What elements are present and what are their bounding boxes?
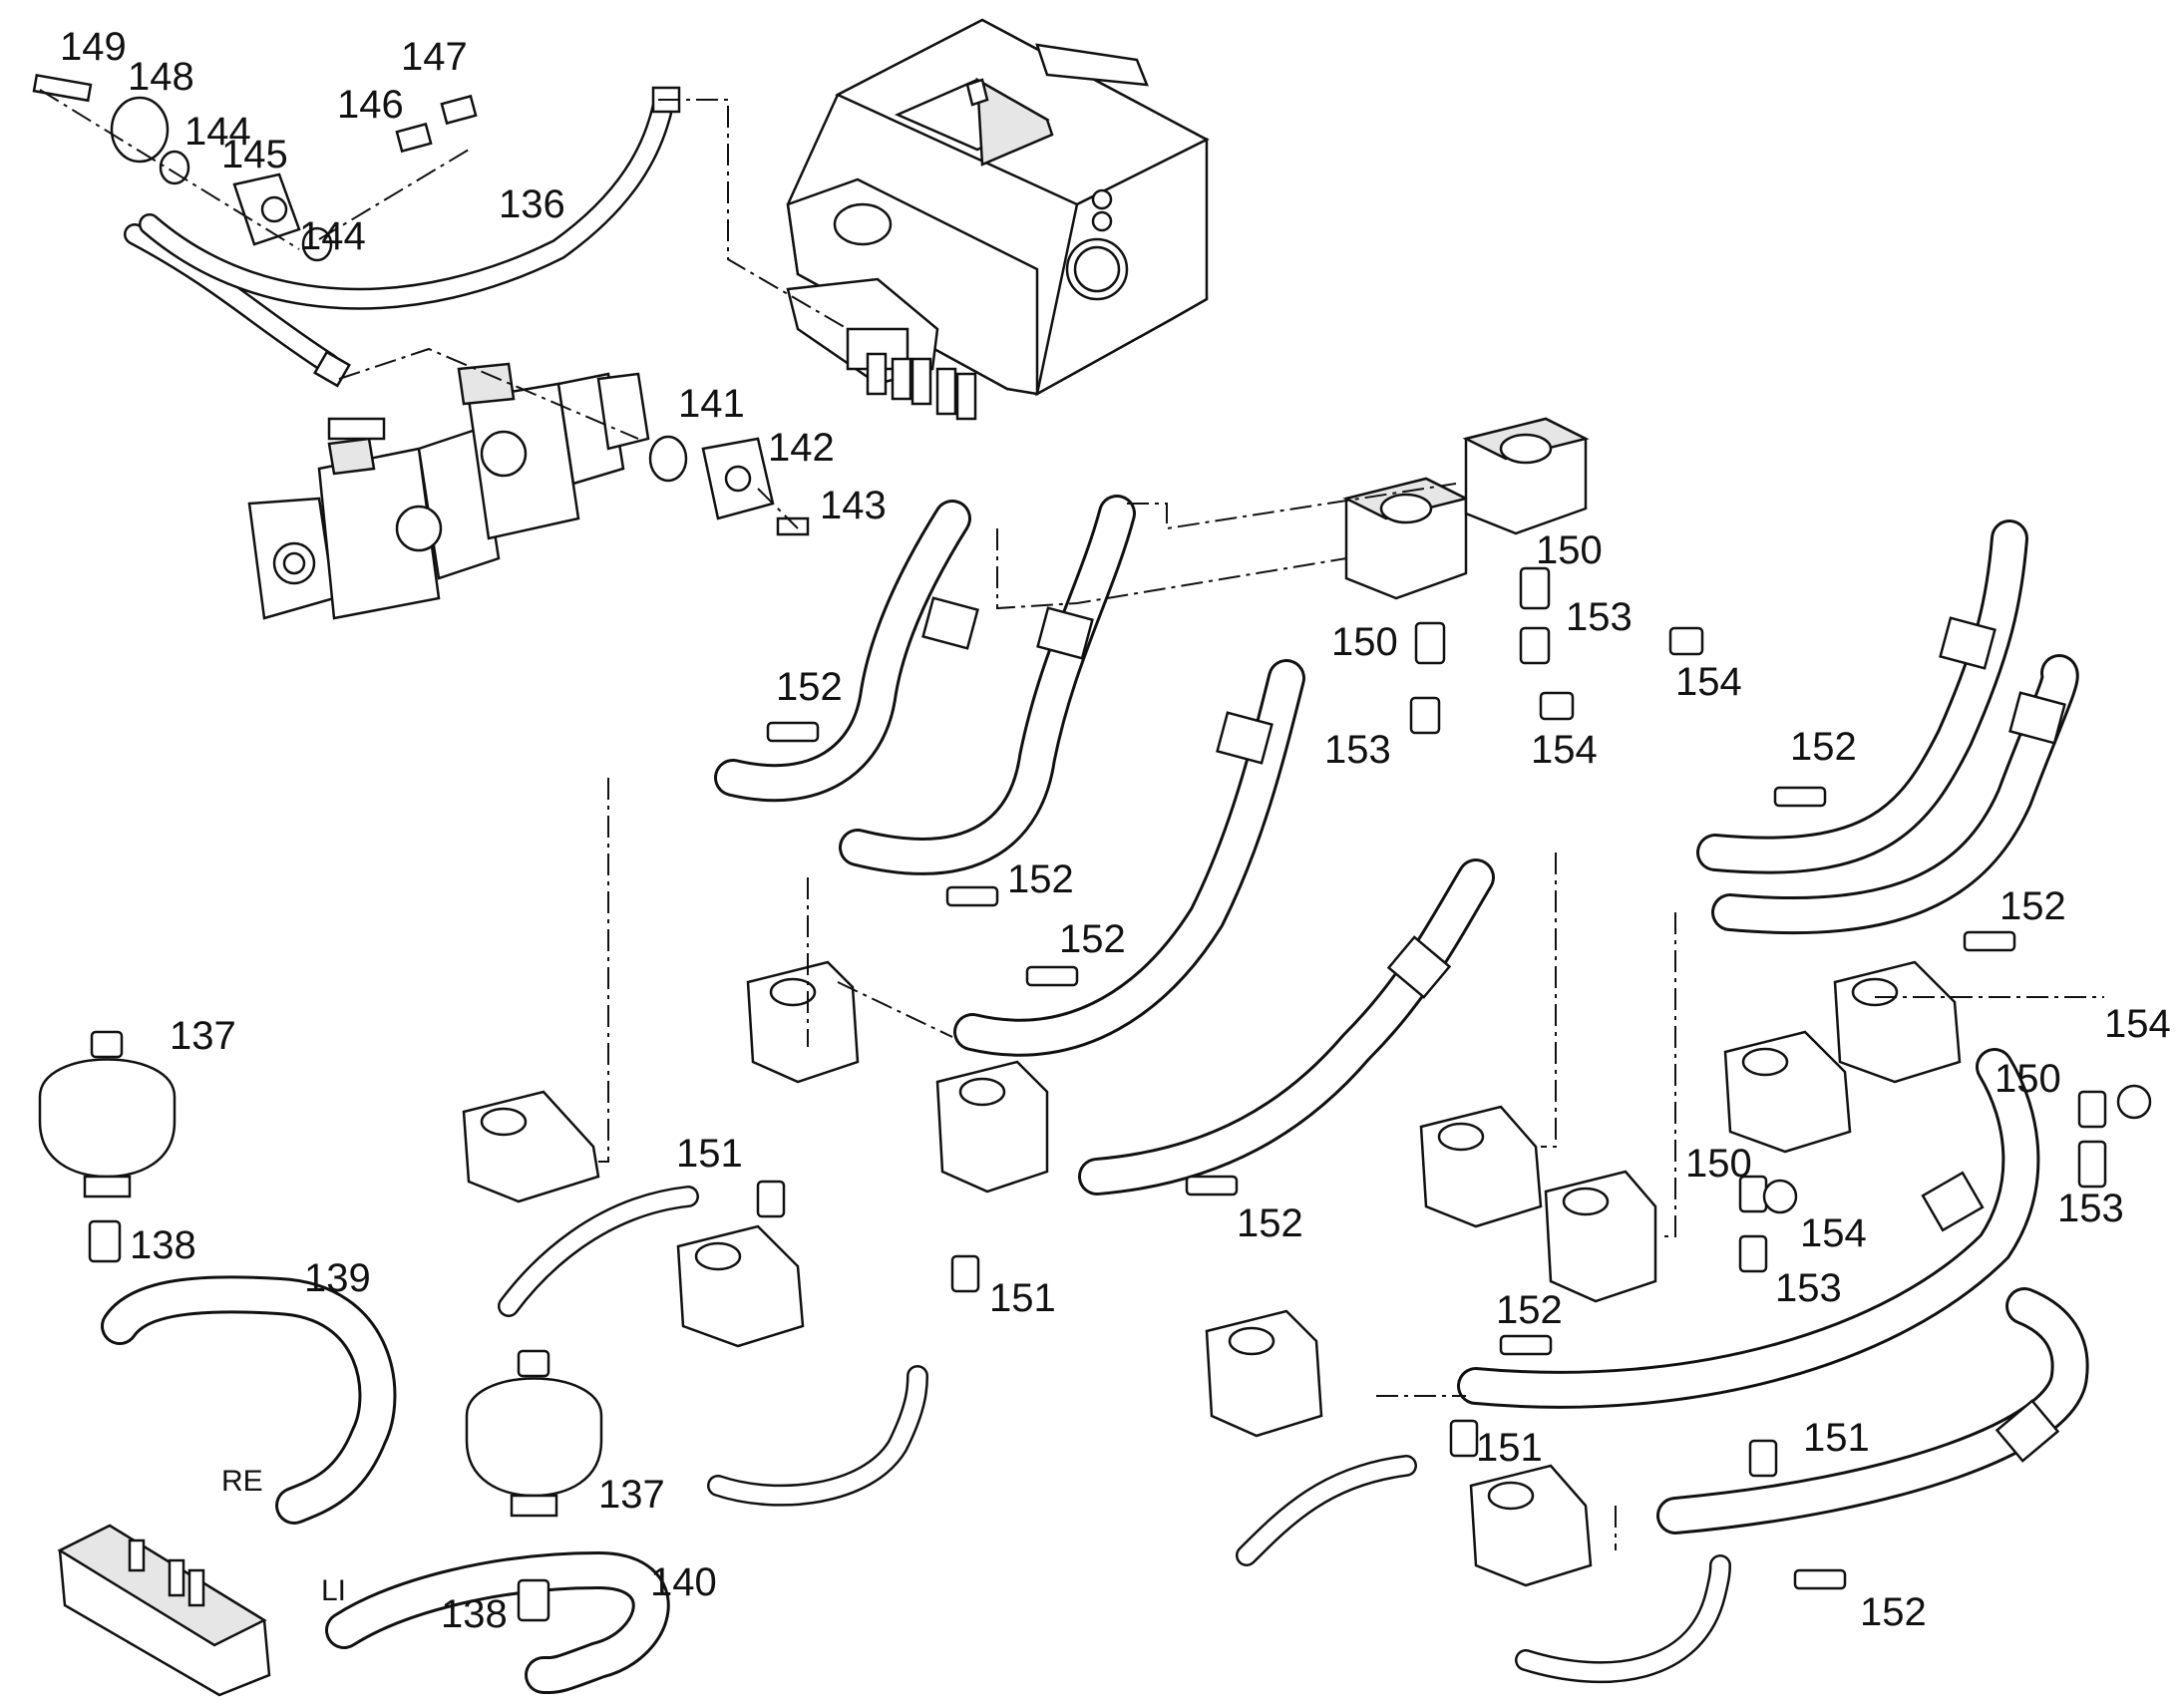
- manifold-block: [57, 1524, 271, 1697]
- pump-assembly: [247, 362, 650, 620]
- label-LI: LI: [321, 1574, 346, 1607]
- label-150-c: 150: [1995, 1057, 2061, 1101]
- label-151-b: 151: [989, 1276, 1056, 1320]
- label-150-b: 150: [1331, 620, 1398, 664]
- label-145: 145: [221, 133, 288, 176]
- label-151-d: 151: [1803, 1416, 1870, 1460]
- accumulator-137-left: [38, 1030, 177, 1263]
- hoses-right-upper: [1696, 519, 2079, 935]
- hose-140: [325, 1550, 670, 1694]
- label-153-b: 153: [1324, 728, 1391, 772]
- label-146: 146: [337, 83, 404, 127]
- label-137-right: 137: [598, 1473, 665, 1517]
- label-152-a: 152: [776, 665, 843, 709]
- hose-139: [101, 1275, 397, 1525]
- label-153-c: 153: [2057, 1187, 2124, 1230]
- label-147: 147: [401, 35, 468, 79]
- connection-lines: [39, 89, 2104, 1550]
- label-152-d: 152: [1237, 1201, 1303, 1245]
- label-152-h: 152: [1860, 1590, 1927, 1634]
- label-144-top: 144: [184, 110, 251, 154]
- flange-blocks: [462, 417, 1962, 1587]
- label-152-b: 152: [1007, 857, 1074, 901]
- label-140: 140: [650, 1560, 717, 1604]
- label-152-f: 152: [1999, 884, 2066, 928]
- label-142: 142: [768, 426, 835, 470]
- label-139: 139: [304, 1256, 371, 1300]
- label-138-right: 138: [441, 1592, 508, 1636]
- label-136: 136: [499, 182, 565, 226]
- label-143: 143: [820, 484, 887, 527]
- top-left-fittings: [32, 73, 810, 536]
- label-151-c: 151: [1476, 1426, 1543, 1470]
- label-154-c: 154: [2104, 1002, 2171, 1046]
- label-154-d: 154: [1800, 1211, 1867, 1255]
- label-138-left: 138: [130, 1223, 196, 1267]
- thin-hoses-lower: [498, 1186, 1731, 1684]
- tank-valve-block: [786, 277, 977, 421]
- label-137-left: 137: [170, 1014, 236, 1058]
- label-141: 141: [678, 382, 745, 426]
- label-153-d: 153: [1775, 1266, 1842, 1310]
- hoses-center-middle: [953, 659, 1495, 1196]
- label-154-b: 154: [1531, 728, 1598, 772]
- label-149: 149: [60, 25, 127, 69]
- hoses-right-lower: [1457, 1048, 2089, 1535]
- label-148: 148: [128, 55, 194, 99]
- label-151-a: 151: [676, 1132, 743, 1176]
- label-153-a: 153: [1566, 595, 1633, 639]
- part-labels: 149 148 147 146 144 145 144 136 141 142 …: [60, 25, 2171, 1636]
- label-152-e: 152: [1790, 725, 1857, 769]
- label-144-bottom: 144: [299, 214, 366, 258]
- fittings-bolts: [756, 566, 2152, 1590]
- hose-136: [124, 86, 681, 388]
- label-152-g: 152: [1496, 1288, 1563, 1332]
- label-152-c: 152: [1059, 917, 1126, 961]
- label-154-a: 154: [1675, 660, 1742, 704]
- accumulator-137-right: [465, 1349, 603, 1622]
- label-150-a: 150: [1536, 528, 1603, 572]
- hoses-center-upper: [714, 495, 1136, 875]
- label-150-d: 150: [1685, 1142, 1752, 1186]
- label-RE: RE: [221, 1465, 263, 1498]
